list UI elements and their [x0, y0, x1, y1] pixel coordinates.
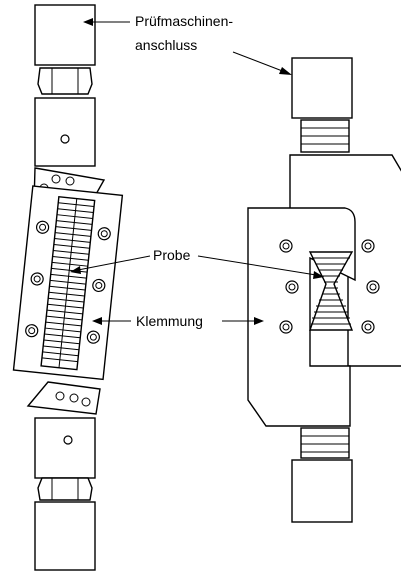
left-clamp-screw	[24, 323, 39, 338]
left-fixture	[12, 4, 124, 571]
left-clamp-screw	[29, 271, 45, 287]
arrowhead-specimen-right	[313, 271, 324, 279]
left-upper-pin-hole	[60, 134, 70, 144]
left-top-hex-nut	[37, 67, 93, 95]
right-fixture	[247, 57, 401, 523]
right-specimen	[308, 251, 354, 331]
label-specimen: Probe	[153, 247, 191, 263]
right-jaw-screw	[279, 320, 293, 334]
left-tilted-clamp	[12, 185, 124, 381]
label-machine-connection-line1: Prüfmaschinen-	[135, 13, 233, 29]
right-jaw-screw	[285, 280, 299, 294]
left-lower-shaft-block	[34, 417, 96, 479]
right-jaw-screw	[366, 280, 380, 294]
left-upper-shaft-block	[34, 97, 96, 167]
arrowhead-specimen-left	[70, 266, 81, 274]
left-specimen-hatching	[41, 202, 95, 363]
arrowhead-connection-left	[83, 18, 93, 26]
annotation-specimen: Probe	[70, 247, 324, 279]
leader-line-specimen-left	[77, 255, 151, 271]
annotation-clamping: Klemmung	[92, 313, 264, 329]
left-clamp-screw	[35, 220, 50, 235]
right-jaw-screw	[279, 239, 293, 253]
right-bottom-connector-block	[291, 459, 353, 523]
right-jaw-screw	[361, 320, 375, 334]
leader-line-connection-right	[232, 51, 286, 73]
label-machine-connection-line2: anschluss	[135, 37, 197, 53]
right-specimen-hatching	[311, 257, 351, 325]
leader-line-specimen-right	[197, 255, 317, 276]
right-bottom-neck	[300, 427, 350, 459]
arrowhead-connection-right	[279, 67, 292, 75]
left-clamp-screw	[97, 226, 112, 241]
arrowhead-clamping-right	[254, 317, 264, 325]
label-clamping: Klemmung	[136, 313, 203, 329]
left-lower-pin-hole	[63, 435, 73, 445]
left-clamp-screw	[91, 278, 107, 293]
annotation-machine-connection: Prüfmaschinen- anschluss	[83, 13, 292, 75]
left-top-connector-block	[34, 4, 96, 66]
right-jaw-screw	[361, 239, 375, 253]
right-top-connector-block	[291, 57, 353, 119]
left-clamp-screw	[86, 329, 101, 345]
arrowhead-clamping-left	[92, 317, 102, 325]
left-bottom-hex-nut	[37, 477, 93, 501]
left-bottom-connector-block	[34, 501, 96, 571]
